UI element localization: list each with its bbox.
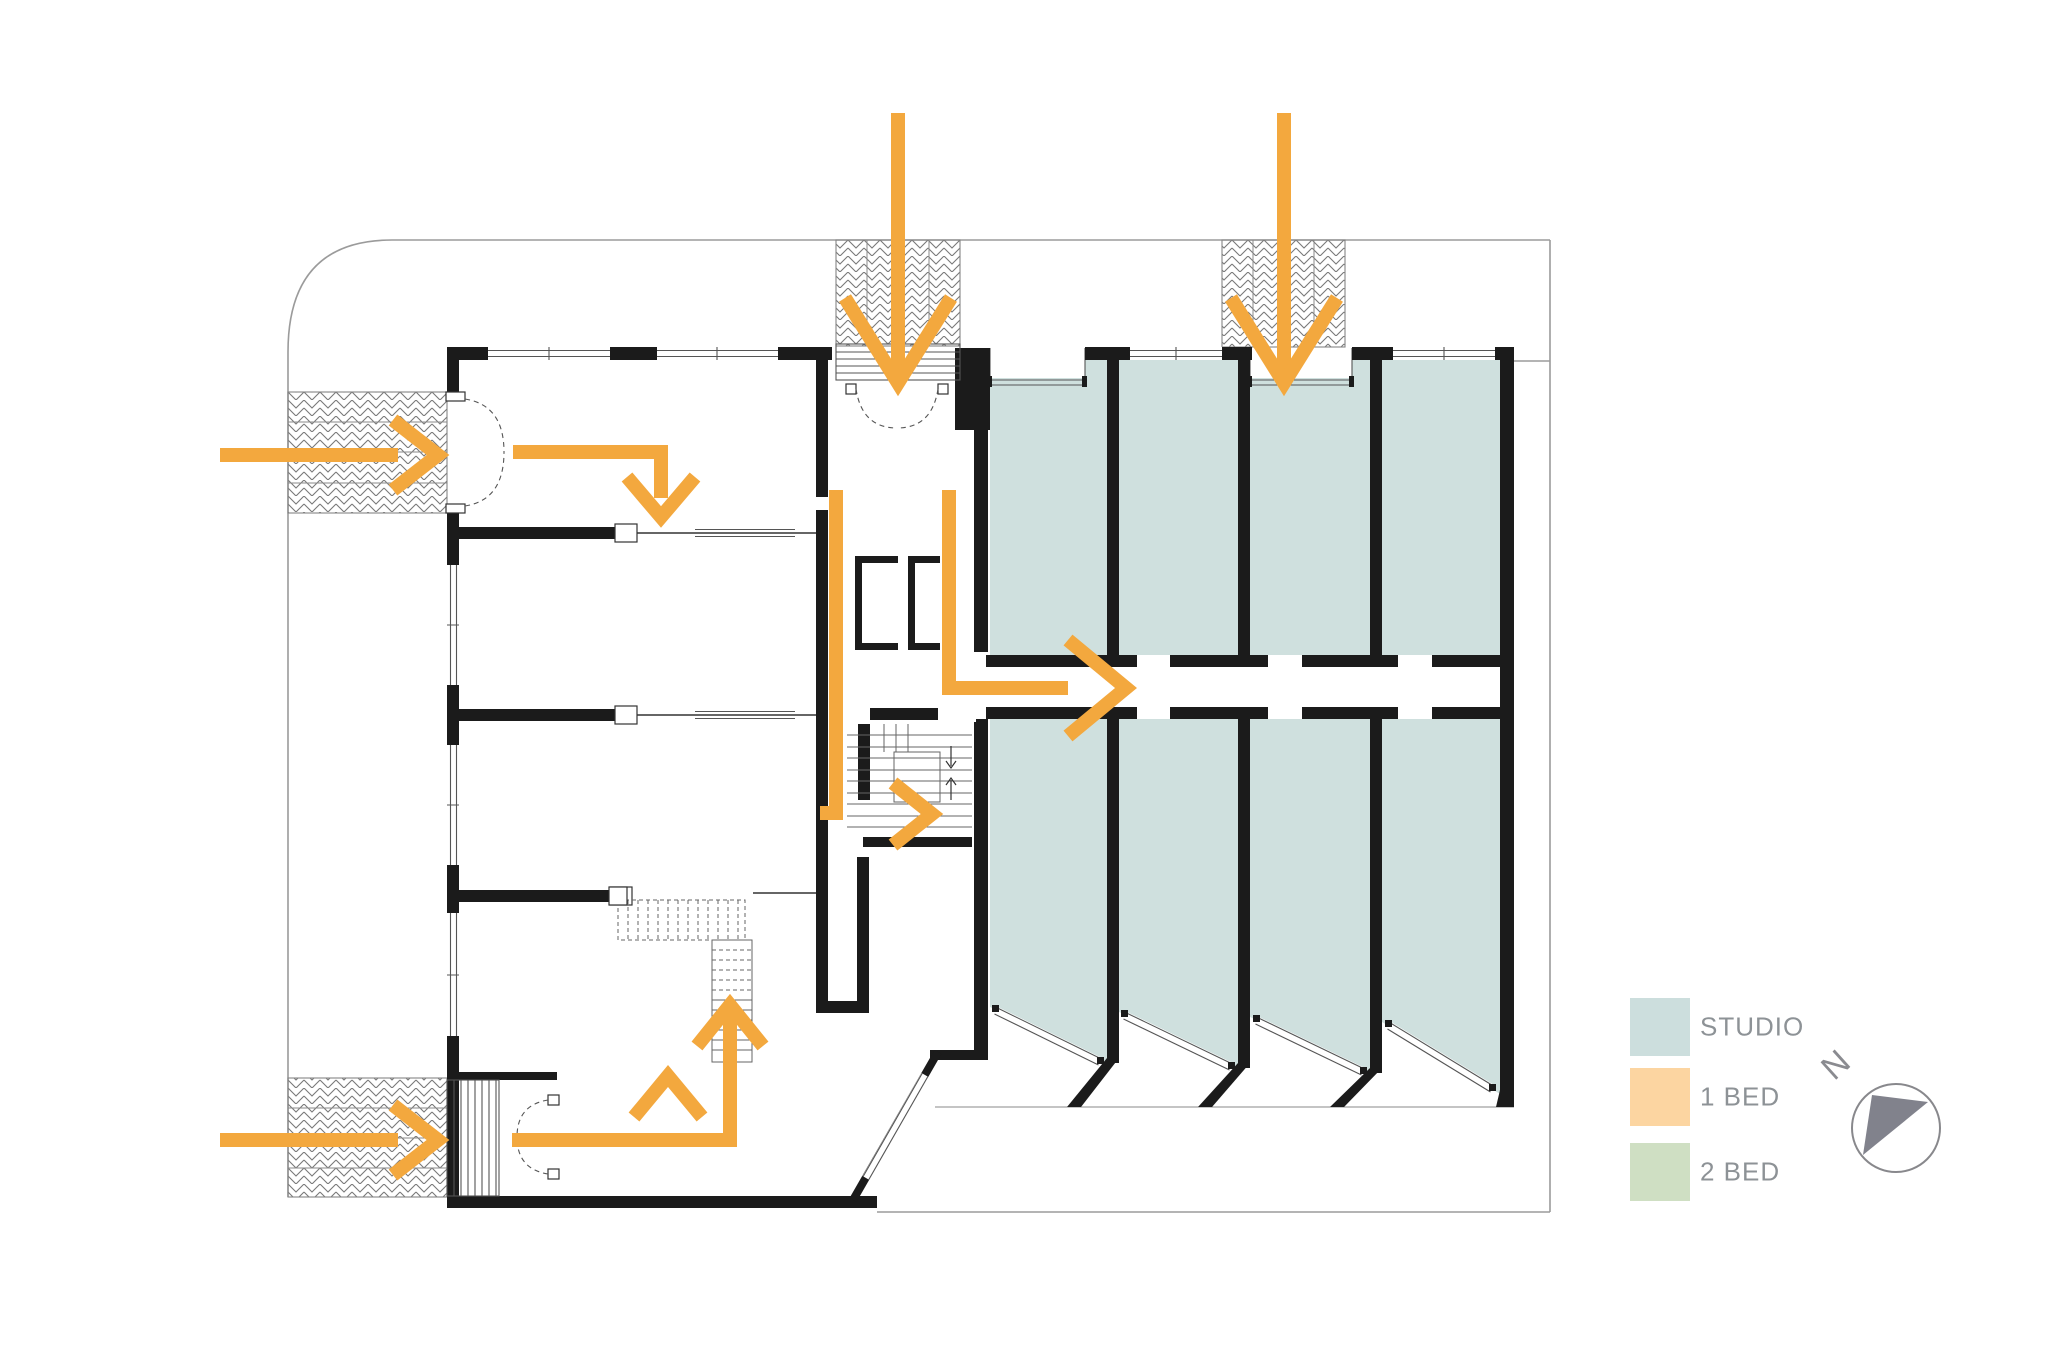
- legend-item-1bed: 1 BED: [1630, 1068, 1930, 1126]
- legend-label-1bed: 1 BED: [1700, 1081, 1781, 1112]
- legend-swatch-studio: [1630, 998, 1690, 1056]
- studio-unit: [990, 719, 1107, 1063]
- north-arrow-icon: [1851, 1083, 1941, 1173]
- entrance-door-top-left: [445, 391, 505, 514]
- flow-arrow-bottom-entry: [512, 993, 769, 1147]
- entrance-door-bottom-left: [446, 1079, 560, 1197]
- studio-unit: [1250, 719, 1370, 1073]
- site-boundary: [287, 239, 1551, 1213]
- studio-unit: [1119, 360, 1238, 655]
- entry-arrow-left-lower: [220, 1099, 450, 1181]
- flow-arrow-room-one: [513, 445, 701, 528]
- studio-units: [990, 360, 1500, 1094]
- entry-arrow-top-left-street: [839, 113, 957, 397]
- entry-arrow-left-upper: [220, 414, 450, 496]
- walls: [447, 347, 1514, 1208]
- studio-unit: [1382, 719, 1500, 1094]
- legend-item-studio: STUDIO: [1630, 998, 1930, 1056]
- legend-swatch-1bed: [1630, 1068, 1690, 1126]
- studio-unit: [1250, 360, 1370, 655]
- flow-arrow-core-to-stair: [820, 490, 944, 851]
- interior-partition-lines: [609, 523, 816, 906]
- entrance-door-top-center: [845, 383, 949, 429]
- studio-unit: [990, 360, 1107, 655]
- legend-label-studio: STUDIO: [1700, 1011, 1805, 1042]
- studio-unit: [1382, 360, 1500, 655]
- flow-arrow-corridor: [942, 490, 1137, 742]
- studio-unit: [1119, 719, 1238, 1068]
- legend-item-2bed: 2 BED: [1630, 1143, 1930, 1201]
- circulation-arrows: [220, 113, 1343, 1181]
- legend-label-2bed: 2 BED: [1700, 1156, 1781, 1187]
- legend-swatch-2bed: [1630, 1143, 1690, 1201]
- entry-arrow-top-right-street: [1225, 113, 1343, 397]
- stair-core: [847, 724, 972, 828]
- windows: [447, 347, 1496, 1180]
